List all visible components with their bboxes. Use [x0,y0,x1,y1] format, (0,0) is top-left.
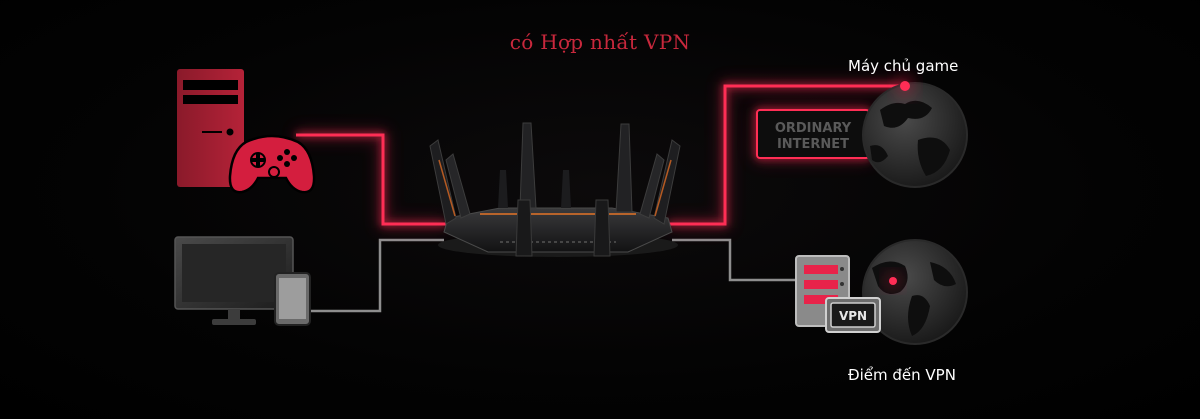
gamepad-icon [228,134,316,194]
desktop-tower-icon [177,69,244,187]
gray-link-devices-router [306,238,444,313]
router-icon [429,122,681,257]
ordinary-internet-badge: ORDINARY INTERNET [754,107,872,161]
red-link-router-gameserver [668,82,905,228]
ordinary-text: ORDINARY [775,121,852,136]
vpn-badge-text: VPN [839,309,867,323]
gray-link-router-vpn [672,238,800,282]
game-server-label: Máy chủ game [848,57,959,75]
vpn-globe-icon [862,239,968,345]
internet-text: INTERNET [777,137,849,152]
diagram-title: có Hợp nhất VPN [509,30,691,54]
globe-icon [862,77,968,188]
vpn-destination-label: Điểm đến VPN [848,366,956,384]
monitor-icon [174,236,294,325]
vpn-server-icon: VPN [795,255,881,333]
tablet-icon [274,272,311,326]
red-link-pc-router [296,131,446,228]
